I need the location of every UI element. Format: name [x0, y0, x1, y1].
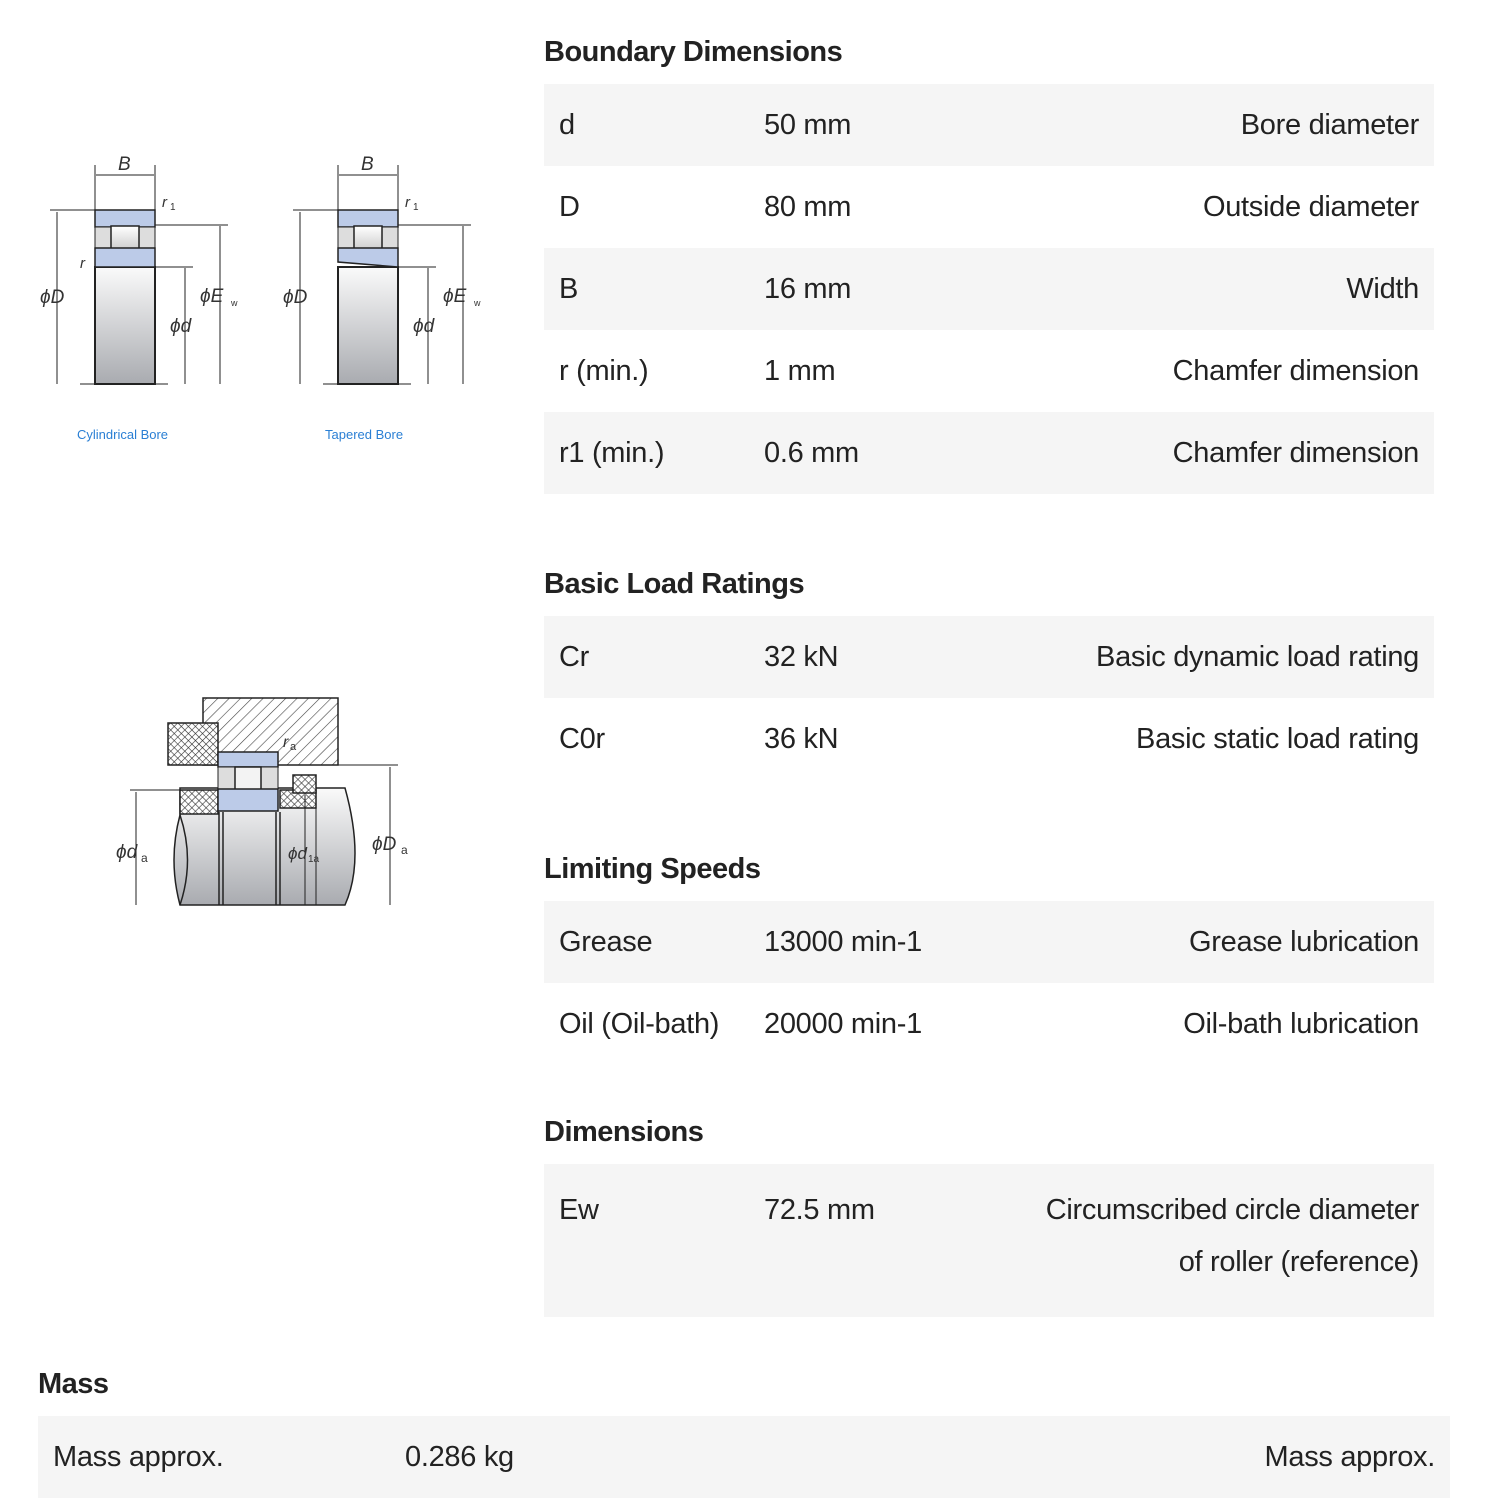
row-description: Circumscribed circle diameter of roller (… — [1029, 1164, 1434, 1317]
row-symbol: Ew — [544, 1164, 749, 1317]
row-value: 32 kN — [749, 616, 1029, 698]
svg-text:ϕd: ϕd — [288, 844, 307, 863]
svg-text:ϕd: ϕd — [170, 316, 193, 337]
row-description: Outside diameter — [1202, 190, 1419, 223]
svg-text:B: B — [118, 154, 131, 175]
table-row: r (min.) 1 mm Chamfer dimension — [544, 330, 1434, 412]
row-value: 80 mm — [764, 190, 852, 223]
row-symbol: D — [559, 190, 580, 223]
row-description: Bore diameter — [1029, 84, 1434, 166]
svg-text:1a: 1a — [308, 854, 320, 865]
section-heading: Boundary Dimensions — [544, 36, 843, 68]
section-heading: Basic Load Ratings — [544, 568, 805, 600]
cylindrical-bore-drawing — [50, 165, 228, 385]
row-symbol: r (min.) — [559, 354, 649, 387]
row-value: 36 kN — [764, 722, 839, 755]
svg-text:w: w — [230, 298, 238, 308]
svg-text:a: a — [141, 851, 148, 865]
row-symbol: Mass approx. — [38, 1416, 390, 1498]
row-value: 50 mm — [749, 84, 1029, 166]
row-symbol: Grease — [544, 901, 749, 983]
row-description: Oil-bath lubrication — [1183, 1007, 1419, 1040]
svg-text:B: B — [361, 154, 374, 175]
row-value: 16 mm — [749, 248, 1029, 330]
svg-text:a: a — [401, 843, 408, 857]
table-row: C0r 36 kN Basic static load rating — [544, 698, 1434, 780]
row-value: 0.6 mm — [749, 412, 1029, 494]
svg-text:ϕE: ϕE — [443, 286, 467, 307]
row-symbol: d — [544, 84, 749, 166]
row-symbol: Cr — [544, 616, 749, 698]
mounting-labels: r a ϕd a ϕd 1a ϕD a — [116, 734, 408, 865]
row-description: Width — [1029, 248, 1434, 330]
row-symbol: r1 (min.) — [544, 412, 749, 494]
row-description: Basic static load rating — [1136, 722, 1419, 755]
svg-text:ϕD: ϕD — [283, 287, 308, 308]
row-description: Basic dynamic load rating — [1029, 616, 1434, 698]
section-heading: Mass — [38, 1368, 109, 1400]
row-value: 1 mm — [764, 354, 836, 387]
bearing-cross-section-diagram: B r 1 r ϕD ϕE w ϕd B r 1 ϕD ϕE w ϕd Cyli… — [40, 154, 481, 442]
caption-tapered-bore: Tapered Bore — [325, 427, 403, 442]
svg-text:1: 1 — [413, 202, 419, 213]
svg-text:1: 1 — [170, 202, 176, 213]
svg-text:r: r — [162, 194, 168, 211]
section-heading: Limiting Speeds — [544, 853, 761, 885]
svg-text:ϕD: ϕD — [372, 834, 397, 855]
row-value: 72.5 mm — [749, 1164, 1029, 1317]
tapered-bore-drawing — [293, 165, 471, 385]
row-value: 20000 min-1 — [764, 1007, 922, 1040]
row-symbol: Oil (Oil-bath) — [559, 1007, 720, 1040]
row-symbol: C0r — [559, 722, 605, 755]
description-line-1: Circumscribed circle diameter — [1045, 1194, 1420, 1226]
row-description: Grease lubrication — [1029, 901, 1434, 983]
dimension-labels: B r 1 r ϕD ϕE w ϕd B r 1 ϕD ϕE w ϕd — [40, 154, 481, 337]
svg-text:a: a — [290, 741, 297, 753]
svg-text:r: r — [80, 255, 86, 272]
row-description: Mass approx. — [670, 1416, 1450, 1498]
row-value: 0.286 kg — [390, 1416, 670, 1498]
row-symbol: B — [544, 248, 749, 330]
row-description: Chamfer dimension — [1172, 354, 1420, 387]
svg-text:r: r — [405, 194, 411, 211]
svg-text:r: r — [283, 734, 289, 751]
row-value: 13000 min-1 — [749, 901, 1029, 983]
svg-text:w: w — [473, 298, 481, 308]
description-line-2: of roller (reference) — [1178, 1246, 1420, 1278]
caption-cylindrical-bore: Cylindrical Bore — [77, 427, 168, 442]
table-row: D 80 mm Outside diameter — [544, 166, 1434, 248]
section-heading: Dimensions — [544, 1116, 704, 1148]
svg-text:ϕE: ϕE — [200, 286, 224, 307]
svg-text:ϕd: ϕd — [413, 316, 436, 337]
row-description: Chamfer dimension — [1029, 412, 1434, 494]
table-row: Oil (Oil-bath) 20000 min-1 Oil-bath lubric… — [544, 983, 1434, 1065]
mounting-dimensions-diagram: r a ϕd a ϕd 1a ϕD a — [116, 697, 408, 906]
svg-text:ϕD: ϕD — [40, 287, 65, 308]
svg-text:ϕd: ϕd — [116, 842, 139, 863]
